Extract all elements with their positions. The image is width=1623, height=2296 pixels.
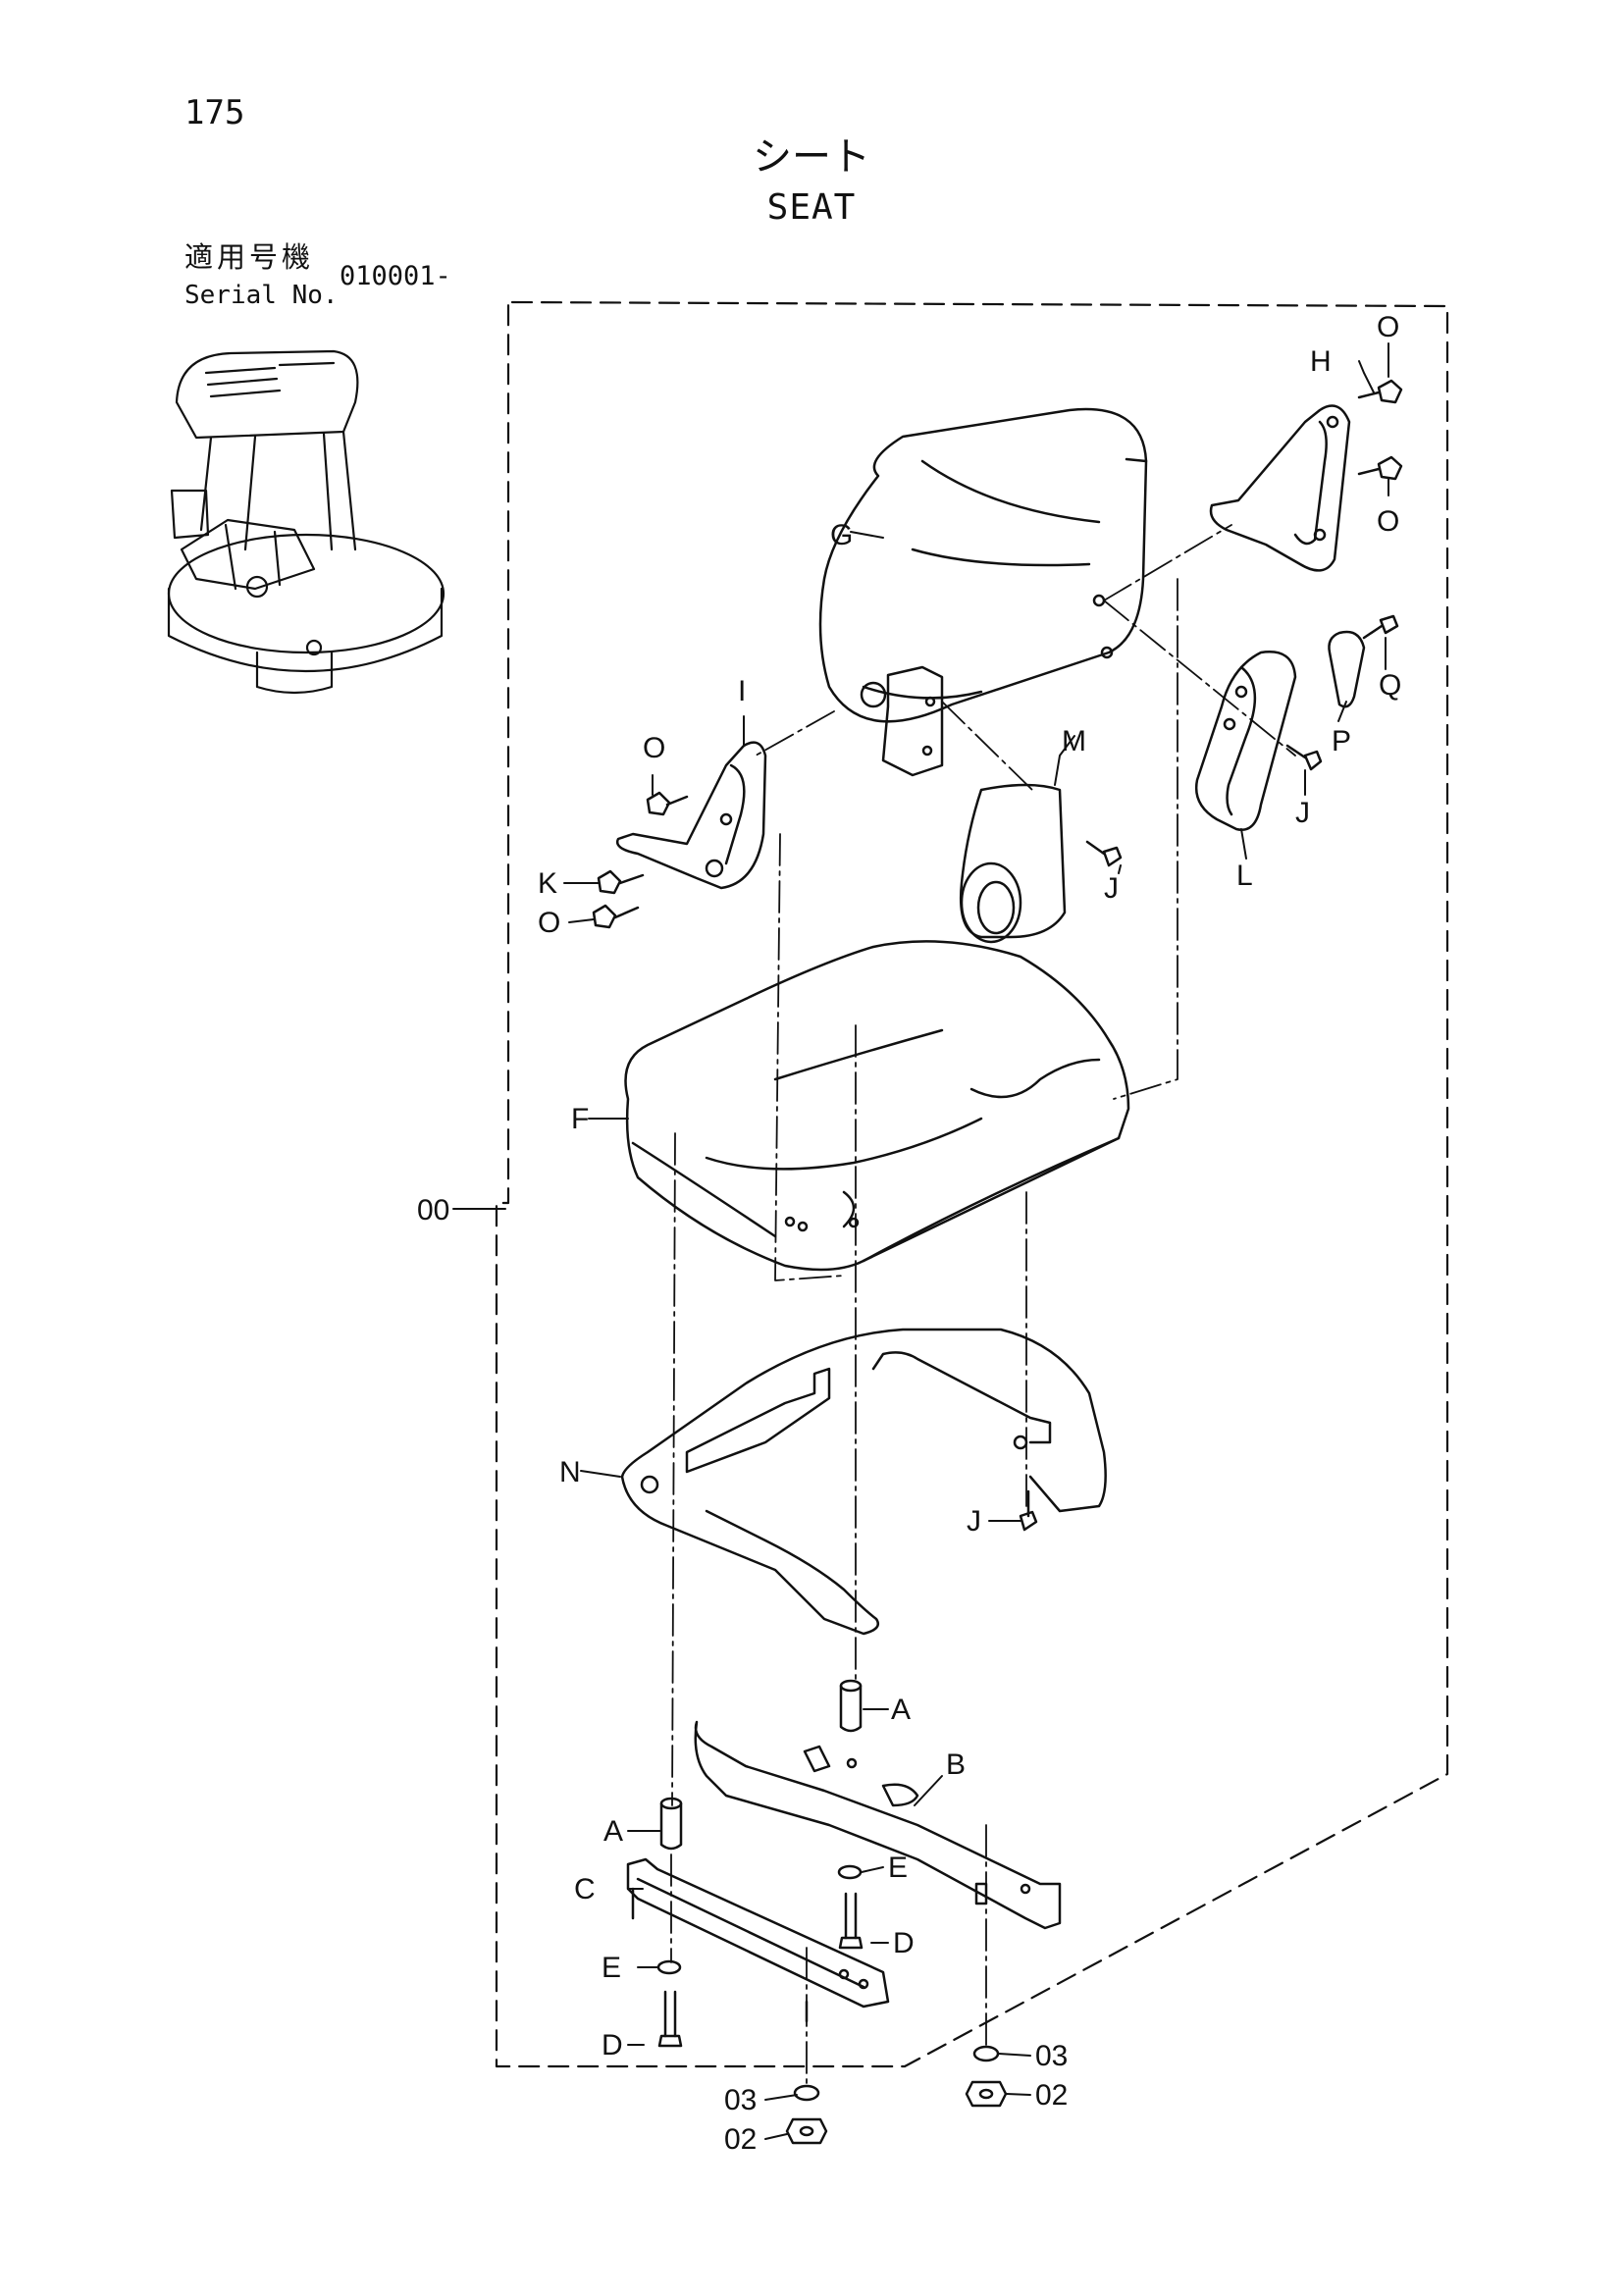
seat-cushion bbox=[624, 940, 1130, 1272]
right-armrest-bracket bbox=[1194, 651, 1297, 831]
title-japanese: シート bbox=[753, 134, 870, 180]
callout-l: L bbox=[1236, 860, 1253, 892]
armrest-cover bbox=[960, 783, 1067, 944]
nut-02-left bbox=[785, 2117, 828, 2145]
machine-thumbnail bbox=[167, 349, 445, 695]
washer-e-right bbox=[837, 1864, 863, 1880]
callout-labels: O H O G Q P J L M J I O K O F 00 N J A B… bbox=[417, 311, 1401, 2156]
callout-j: J bbox=[1295, 797, 1310, 829]
callout-b: B bbox=[946, 1748, 966, 1781]
callout-o: O bbox=[643, 732, 665, 764]
bolt-o-left-upper bbox=[646, 791, 689, 816]
callout-n: N bbox=[559, 1456, 581, 1488]
spacer-a-left bbox=[659, 1797, 683, 1851]
bolt-o-upper-2 bbox=[1357, 455, 1403, 481]
right-slide-rail bbox=[694, 1720, 1062, 1930]
lever-plate bbox=[1328, 630, 1366, 708]
title-english: SEAT bbox=[766, 187, 857, 228]
washer-03-left bbox=[793, 2084, 820, 2102]
screw-j-mid bbox=[1085, 840, 1123, 867]
callout-nut: 02 bbox=[724, 2123, 757, 2156]
screw-j-right bbox=[1285, 744, 1323, 771]
callout-j: J bbox=[1104, 872, 1119, 905]
callout-h: H bbox=[1310, 345, 1332, 378]
callout-k: K bbox=[538, 867, 557, 900]
bolt-k bbox=[597, 869, 645, 895]
callout-washer: 03 bbox=[1035, 2040, 1068, 2072]
callout-i: I bbox=[738, 675, 746, 707]
callout-m: M bbox=[1062, 725, 1086, 757]
callout-d: D bbox=[893, 1927, 915, 1959]
callout-washer: 03 bbox=[724, 2084, 757, 2116]
backrest-cushion bbox=[818, 407, 1148, 777]
left-back-bracket bbox=[615, 741, 767, 890]
bolt-o-upper-1 bbox=[1357, 379, 1403, 404]
callout-nut: 02 bbox=[1035, 2079, 1068, 2112]
washer-e-left bbox=[656, 1959, 682, 1975]
nut-02-right bbox=[965, 2080, 1008, 2108]
callout-o: O bbox=[1377, 505, 1399, 538]
bolt-d-left bbox=[657, 1990, 683, 2048]
serial-label-english: Serial No. bbox=[184, 281, 339, 310]
washer-03-right bbox=[972, 2045, 1000, 2062]
callout-a: A bbox=[891, 1694, 911, 1726]
callout-o: O bbox=[1377, 311, 1399, 343]
serial-label-japanese: 適用号機 bbox=[184, 240, 315, 274]
callout-e: E bbox=[888, 1852, 908, 1884]
callout-d: D bbox=[602, 2029, 623, 2061]
alignment-lines bbox=[670, 524, 1296, 2086]
callout-j: J bbox=[967, 1505, 981, 1538]
callout-q: Q bbox=[1379, 669, 1401, 702]
callout-assembly: 00 bbox=[417, 1194, 449, 1226]
left-slide-rail bbox=[626, 1857, 890, 2023]
fasteners bbox=[592, 379, 1403, 1532]
screw-j-frame bbox=[1019, 1489, 1038, 1532]
callout-a: A bbox=[603, 1815, 623, 1848]
seat-frame bbox=[620, 1328, 1107, 1636]
spacer-a-right bbox=[839, 1679, 863, 1733]
callout-e: E bbox=[602, 1952, 621, 1984]
leader-lines bbox=[452, 342, 1389, 2140]
callout-c: C bbox=[574, 1873, 596, 1905]
bolt-d-right bbox=[838, 1892, 864, 1950]
serial-number-value: 010001- bbox=[340, 261, 451, 291]
callout-o: O bbox=[538, 907, 560, 939]
screw-q bbox=[1362, 614, 1399, 640]
callout-f: F bbox=[571, 1103, 589, 1135]
callout-p: P bbox=[1332, 725, 1351, 757]
callout-g: G bbox=[830, 519, 853, 551]
assembly-boundary bbox=[495, 300, 1449, 2068]
right-back-bracket bbox=[1209, 404, 1351, 572]
bolt-o-left-lower bbox=[592, 904, 640, 929]
page-number: 175 bbox=[184, 93, 245, 132]
